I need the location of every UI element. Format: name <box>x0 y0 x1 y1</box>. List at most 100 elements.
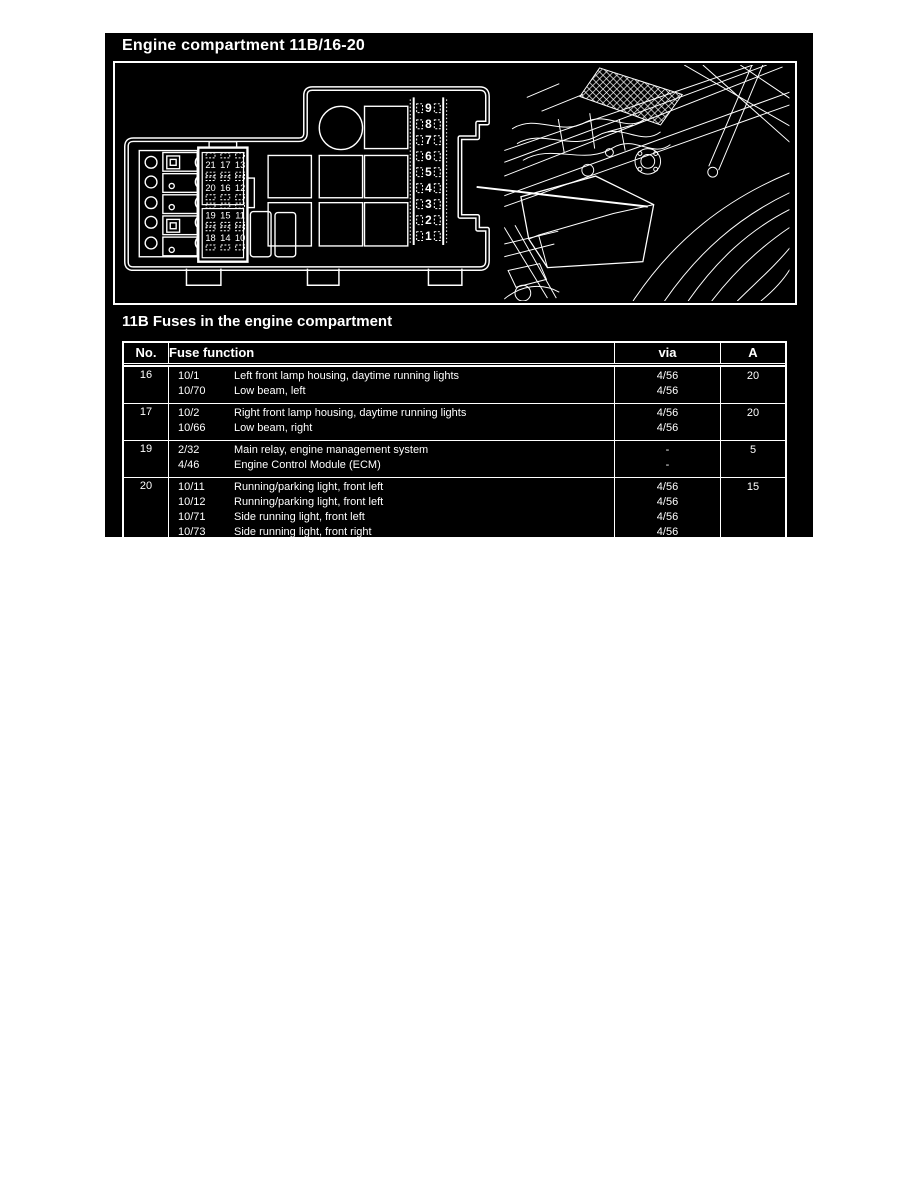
cell-fuse-no: 20 <box>124 478 169 544</box>
relay-slots <box>249 105 409 258</box>
component-desc: Low beam, left <box>234 385 306 397</box>
component-desc: Running/parking light, front left <box>234 481 384 493</box>
scale-label: 5 <box>425 165 432 179</box>
fuse-number: 13 <box>235 160 245 170</box>
cell-via: 4/56 4/56 4/56 4/56 <box>615 478 721 544</box>
scale-label: 4 <box>425 181 432 195</box>
amps-value: 20 <box>746 370 760 382</box>
scale-label: 1 <box>425 229 432 243</box>
mount-tab <box>185 268 222 287</box>
component-id: 10/71 <box>178 511 206 523</box>
fuse-entry: 10/11 Running/parking light, front left <box>178 480 614 495</box>
amps-value: 5 <box>749 444 757 456</box>
cell-amps: 20 <box>721 404 785 440</box>
via-value: 4/56 <box>656 481 679 493</box>
via-value: 4/56 <box>656 496 679 508</box>
cell-via: 4/56 4/56 <box>615 367 721 403</box>
header-amps: A <box>748 345 758 360</box>
scale-label: 9 <box>425 101 432 115</box>
scale-label: 2 <box>425 213 432 227</box>
fuse-diagram-figure: 21 17 13 20 16 12 19 15 11 18 14 10 <box>113 61 797 305</box>
cell-amps: 20 <box>721 367 785 403</box>
fuse-number: 10 <box>235 233 245 243</box>
via-value: 4/56 <box>656 511 679 523</box>
mount-tab <box>306 268 340 287</box>
cell-fuse-no: 16 <box>124 367 169 403</box>
fuse-entry: 10/12 Running/parking light, front left <box>178 495 614 510</box>
cell-via: 4/56 4/56 <box>615 404 721 440</box>
fuse-number: 21 <box>205 160 215 170</box>
fuse-number: 19 <box>205 210 215 220</box>
component-id: 10/66 <box>178 422 206 434</box>
scale-label: 7 <box>425 133 432 147</box>
mount-tab <box>427 268 463 287</box>
component-desc: Left front lamp housing, daytime running… <box>234 370 460 382</box>
fuse-number: 11 <box>235 210 245 220</box>
component-desc: Low beam, right <box>234 422 313 434</box>
component-id: 10/2 <box>178 407 200 419</box>
fuse-entry: 4/46 Engine Control Module (ECM) <box>178 458 614 473</box>
amps-value: 15 <box>746 481 760 493</box>
cell-fuse-function: 2/32 Main relay, engine management syste… <box>169 441 615 477</box>
scale-label: 3 <box>425 197 432 211</box>
section-title: 11B Fuses in the engine compartment <box>122 313 393 330</box>
fuse-box-outline <box>124 86 490 287</box>
via-value: 4/56 <box>656 370 679 382</box>
scale-label: 8 <box>425 117 432 131</box>
cell-fuse-no: 19 <box>124 441 169 477</box>
scale-label: 6 <box>425 149 432 163</box>
amps-value: 20 <box>746 407 760 419</box>
fuse-grid-labels: 21 17 13 20 16 12 19 15 11 18 14 10 <box>205 160 245 243</box>
component-id: 10/11 <box>178 481 205 493</box>
engine-illustration <box>504 64 790 302</box>
pointer-line <box>476 185 648 208</box>
scale-contacts <box>416 103 441 242</box>
fuse-number: 16 <box>220 183 230 193</box>
fuse-entry: 10/2 Right front lamp housing, daytime r… <box>178 406 614 421</box>
component-id: 10/70 <box>178 385 206 397</box>
fuse-number: 18 <box>205 233 215 243</box>
fuse-group-10-21: 21 17 13 20 16 12 19 15 11 18 14 10 <box>197 140 256 263</box>
via-value: 4/56 <box>656 422 679 434</box>
cell-fuse-function: 10/1 Left front lamp housing, daytime ru… <box>169 367 615 403</box>
component-id: 10/12 <box>178 496 206 508</box>
via-value: - <box>665 444 670 456</box>
fuse-number: 17 <box>220 160 230 170</box>
page-title: Engine compartment 11B/16-20 <box>122 37 366 54</box>
fuse-entry: 10/66 Low beam, right <box>178 421 614 436</box>
fuse-contacts <box>205 152 245 251</box>
fuse-entry: 10/71 Side running light, front left <box>178 510 614 525</box>
header-no: No. <box>124 343 169 363</box>
scale-labels: 9 8 7 6 5 4 3 2 1 <box>425 101 432 243</box>
cell-fuse-function: 10/11 Running/parking light, front left … <box>169 478 615 544</box>
fuse-number: 15 <box>220 210 230 220</box>
component-id: 4/46 <box>178 459 200 471</box>
table-header-row: No. Fuse function via A <box>124 343 785 366</box>
header-via: via <box>615 343 721 363</box>
via-value: - <box>665 459 670 471</box>
cell-fuse-no: 17 <box>124 404 169 440</box>
component-desc: Side running light, front left <box>234 511 365 523</box>
via-value: 4/56 <box>656 407 679 419</box>
component-desc: Side running light, front right <box>234 526 372 538</box>
component-desc: Right front lamp housing, daytime runnin… <box>234 407 467 419</box>
table-row: 17 10/2 Right front lamp housing, daytim… <box>124 403 785 440</box>
component-id: 10/1 <box>178 370 200 382</box>
fuse-diagram-svg: 21 17 13 20 16 12 19 15 11 18 14 10 <box>124 64 790 302</box>
fuse-entry: 10/70 Low beam, left <box>178 384 614 399</box>
cell-fuse-function: 10/2 Right front lamp housing, daytime r… <box>169 404 615 440</box>
table-row: 20 10/11 Running/parking light, front le… <box>124 477 785 544</box>
header-function: Fuse function <box>169 343 615 363</box>
component-desc: Engine Control Module (ECM) <box>234 459 381 471</box>
via-value: 4/56 <box>656 385 679 397</box>
component-id: 2/32 <box>178 444 200 456</box>
fuse-entry: 10/1 Left front lamp housing, daytime ru… <box>178 369 614 384</box>
table-row: 16 10/1 Left front lamp housing, daytime… <box>124 366 785 403</box>
table-row: 19 2/32 Main relay, engine management sy… <box>124 440 785 477</box>
component-id: 10/73 <box>178 526 206 538</box>
via-value: 4/56 <box>656 526 679 538</box>
component-desc: Main relay, engine management system <box>234 444 429 456</box>
component-desc: Running/parking light, front left <box>234 496 384 508</box>
cell-amps: 15 <box>721 478 785 544</box>
fuse-entry: 10/73 Side running light, front right <box>178 525 614 540</box>
